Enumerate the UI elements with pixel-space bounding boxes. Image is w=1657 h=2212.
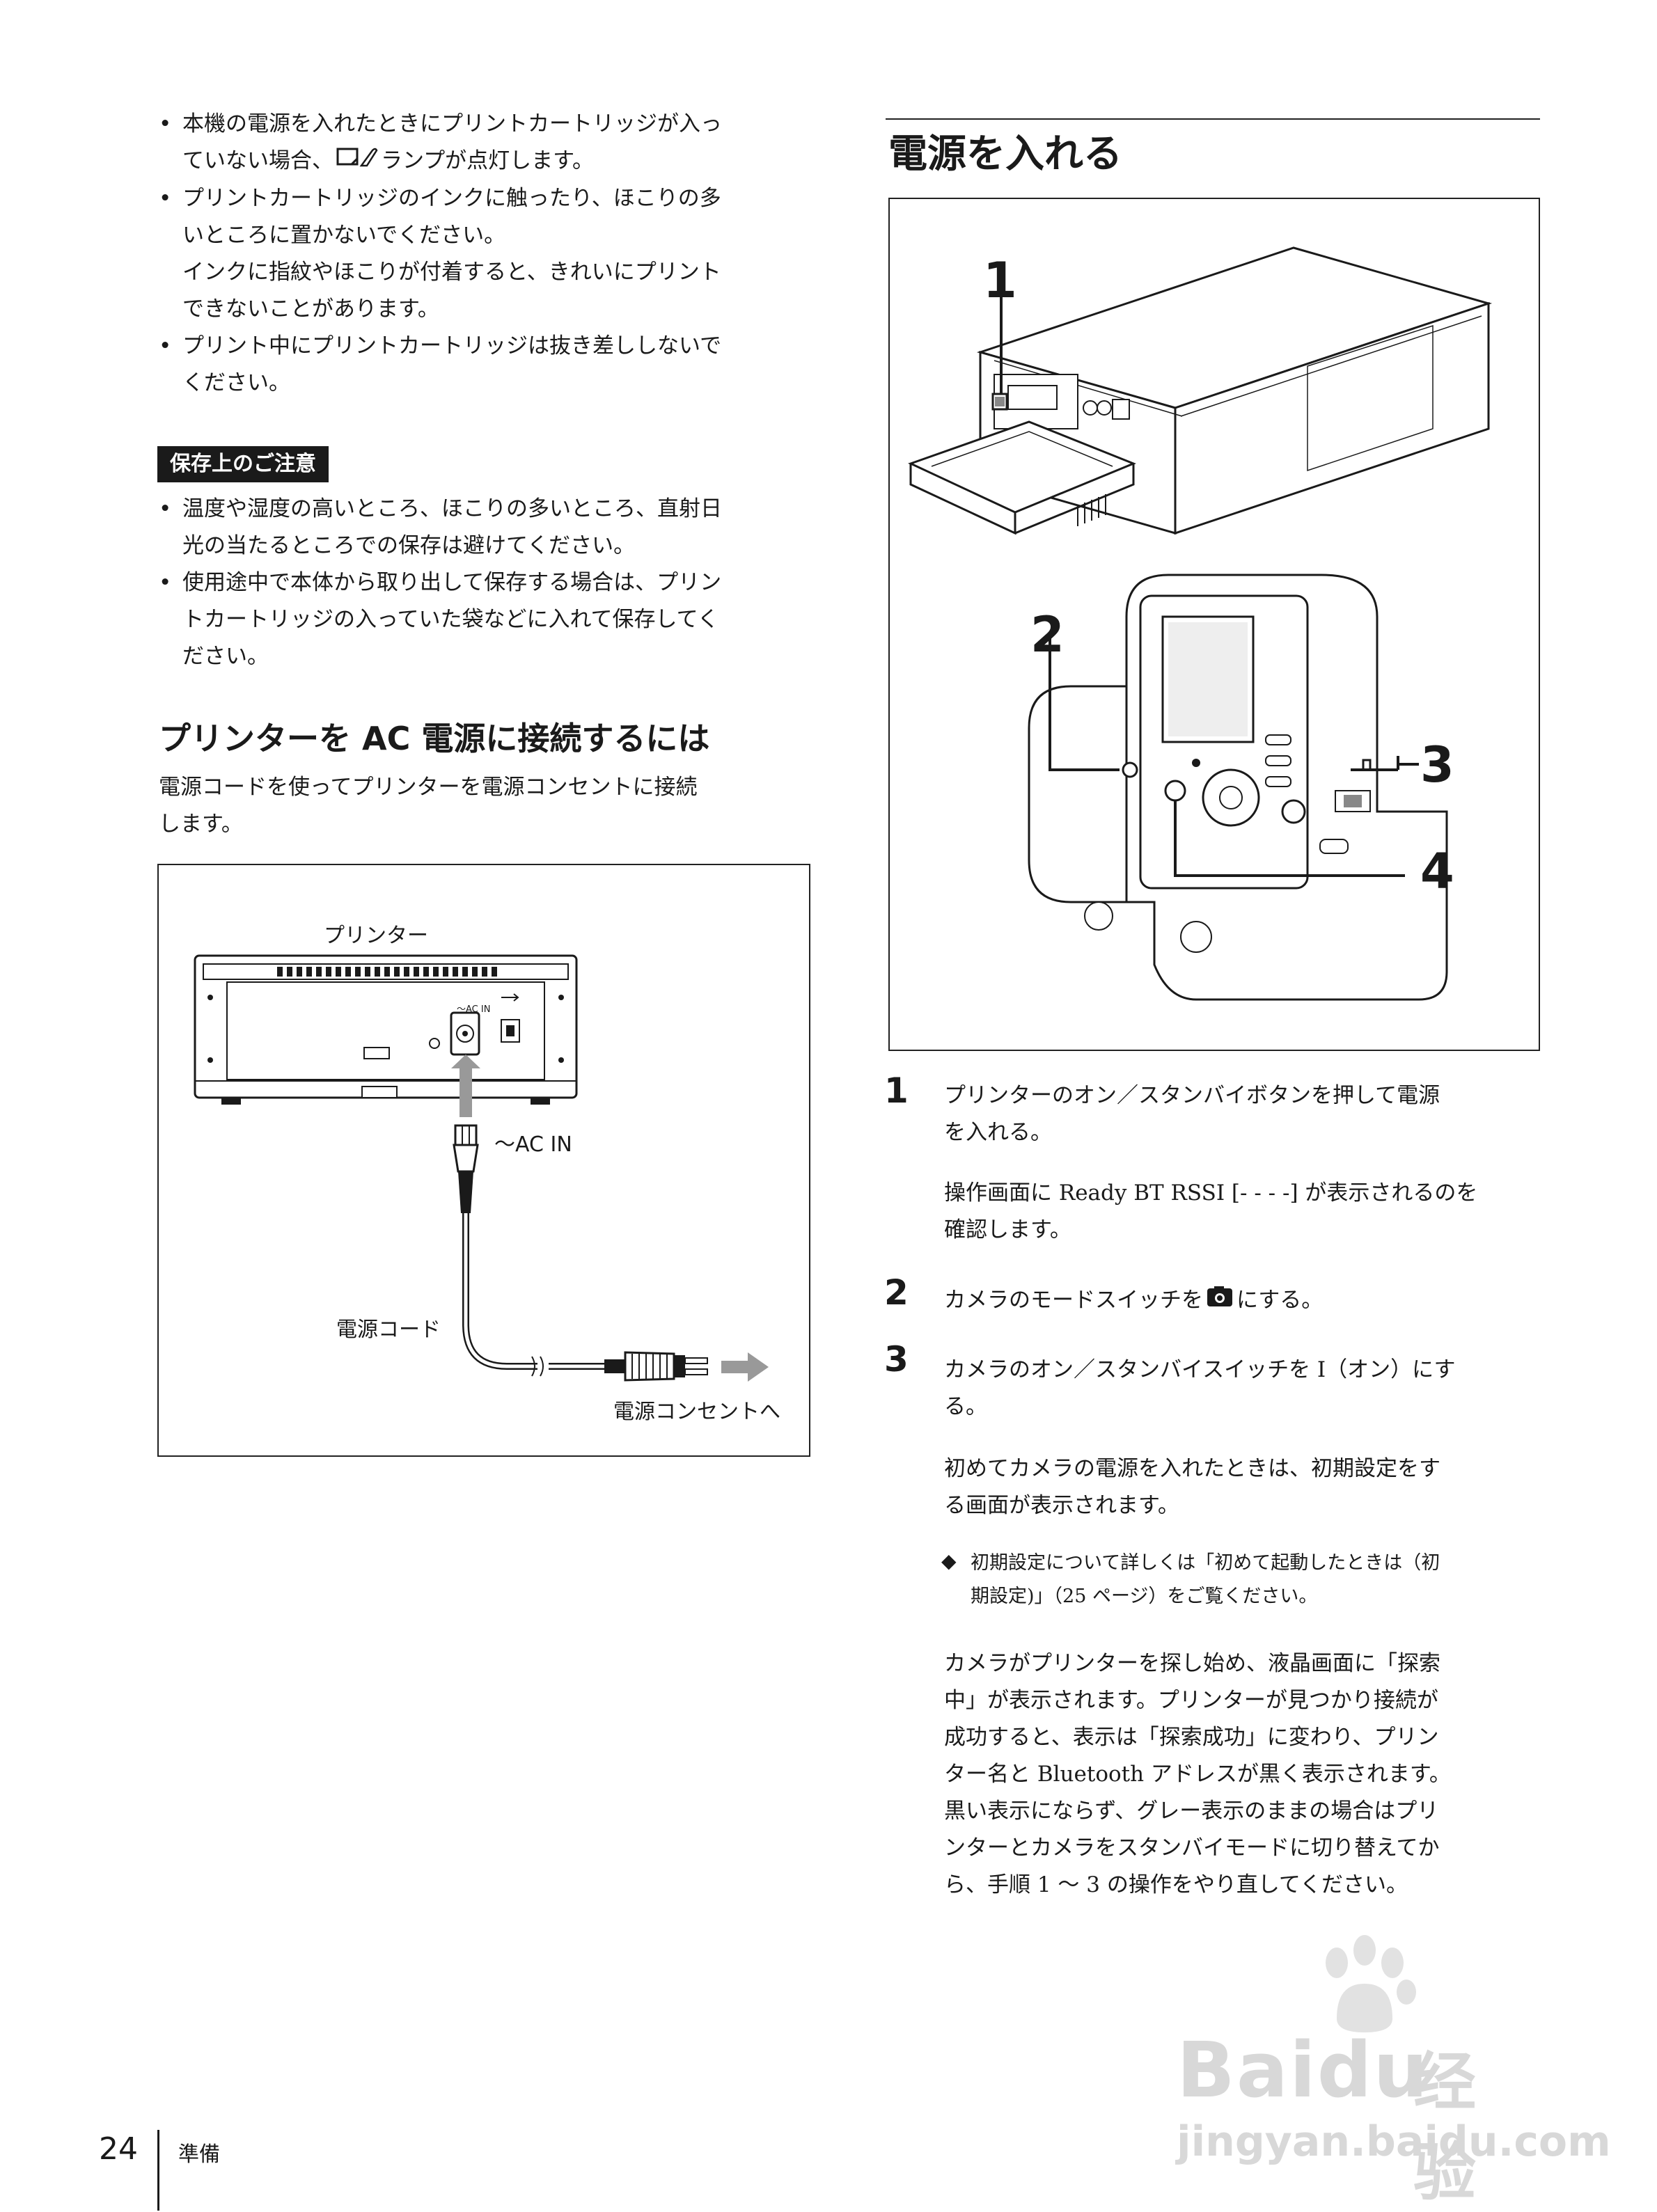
- reference-arrow-icon: ◆: [941, 1549, 957, 1572]
- outlet-label: 電源コンセントへ: [613, 1400, 780, 1424]
- ac-in-port-label: ～AC IN: [457, 1004, 491, 1015]
- bullet-item: プリントカートリッジのインクに触ったり、ほこりの多 いところに置かないでください…: [155, 180, 823, 328]
- printer-rear-illustration: [194, 954, 769, 1382]
- camera-mode-icon: [1206, 1283, 1234, 1320]
- watermark-url: jingyan.baidu.com: [1177, 2117, 1611, 2166]
- power-on-heading: 電源を入れる: [888, 132, 1122, 177]
- step-1-text: プリンターのオン／スタンバイボタンを押して電源 を入れる。: [944, 1083, 1440, 1145]
- watermark-brand: Baidu: [1177, 2025, 1429, 2115]
- step-2-text: カメラのモードスイッチをにする。: [944, 1282, 1522, 1320]
- bullet-item: 使用途中で本体から取り出して保存する場合は、プリン トカートリッジの入っていた袋…: [155, 564, 823, 675]
- storage-bullets: 温度や湿度の高いところ、ほこりの多いところ、直射日 光の当たるところでの保存は避…: [155, 491, 823, 675]
- ac-section-text: 電源コードを使ってプリンターを電源コンセントに接続 します。: [159, 775, 698, 837]
- callout-1: 1: [983, 252, 1017, 309]
- section-label: 準備: [178, 2142, 220, 2167]
- ac-in-label: ～AC IN: [494, 1132, 572, 1157]
- printer-camera-illustration: [908, 246, 1493, 1001]
- printer-label: プリンター: [324, 924, 428, 948]
- callout-3: 3: [1420, 736, 1454, 793]
- bullet-item: 本機の電源を入れたときにプリントカートリッジが入っ ていない場合、ランプが点灯し…: [155, 106, 823, 180]
- page-number: 24: [99, 2131, 138, 2167]
- callout-2: 2: [1030, 606, 1065, 663]
- step-3-text: カメラのオン／スタンバイスイッチを I（オン）にす る。: [944, 1357, 1456, 1419]
- ac-connection-figure: プリンター: [157, 864, 810, 1457]
- step-2-number: 2: [884, 1272, 909, 1313]
- callout-4: 4: [1420, 843, 1454, 900]
- bullet-item: 温度や湿度の高いところ、ほこりの多いところ、直射日 光の当たるところでの保存は避…: [155, 491, 823, 564]
- caution-bullets: 本機の電源を入れたときにプリントカートリッジが入っ ていない場合、ランプが点灯し…: [155, 106, 823, 402]
- bullet-item: プリント中にプリントカートリッジは抜き差ししないで ください。: [155, 328, 823, 402]
- step-1-detail: 操作画面に Ready BT RSSI [- - - -] が表示されるのを 確…: [944, 1180, 1478, 1242]
- storage-caution-tag: 保存上のご注意: [157, 446, 329, 482]
- cartridge-lamp-icon: [336, 143, 378, 180]
- power-on-figure: 1 2 3 4: [888, 198, 1540, 1051]
- watermark-cn: 经验: [1413, 2046, 1476, 2209]
- reference-note: 初期設定について詳しくは「初めて起動したときは（初 期設定)」（25 ページ）を…: [971, 1552, 1440, 1607]
- step-3-detail: 初めてカメラの電源を入れたときは、初期設定をす る画面が表示されます。: [944, 1456, 1440, 1518]
- ac-section-heading: プリンターを AC 電源に接続するには: [159, 720, 710, 757]
- search-description: カメラがプリンターを探し始め、液晶画面に「探索 中」が表示されます。プリンターが…: [944, 1651, 1451, 1897]
- power-cord-label: 電源コード: [336, 1318, 441, 1342]
- section-rule: [886, 118, 1540, 120]
- footer-divider: [157, 2130, 159, 2211]
- paw-icon: [1309, 1935, 1420, 2042]
- step-3-number: 3: [884, 1339, 909, 1380]
- step-1-number: 1: [884, 1071, 909, 1111]
